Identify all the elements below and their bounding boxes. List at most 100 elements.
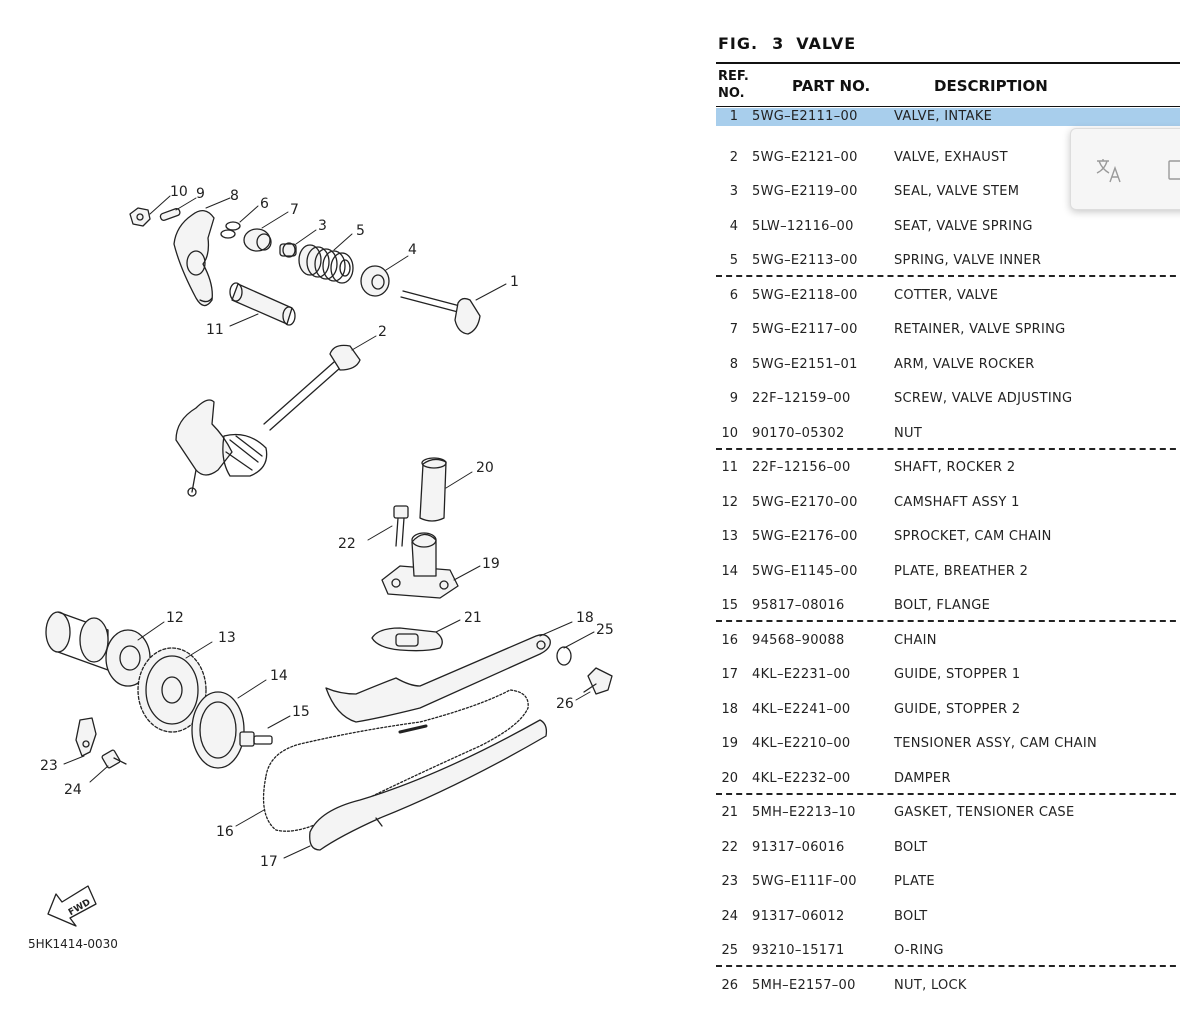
translate-icon bbox=[1096, 159, 1121, 183]
header-description: DESCRIPTION bbox=[934, 77, 1048, 95]
description: ARM, VALVE ROCKER bbox=[894, 356, 1035, 372]
callout-22: 22 bbox=[338, 536, 356, 552]
ref-no: 8 bbox=[729, 356, 738, 372]
description: SPROCKET, CAM CHAIN bbox=[894, 529, 1052, 544]
part-bolt-22 bbox=[393, 505, 409, 547]
exploded-diagram-svg: 1 2 3 4 5 6 7 8 9 10 11 12 13 14 15 16 1… bbox=[28, 184, 614, 951]
ref-no: 21 bbox=[721, 805, 738, 820]
callout-14: 14 bbox=[270, 668, 288, 684]
figure-name: VALVE bbox=[796, 34, 857, 53]
ref-no: 16 bbox=[721, 632, 738, 648]
part-nut bbox=[129, 207, 151, 227]
description: SHAFT, ROCKER 2 bbox=[894, 460, 1016, 475]
description: VALVE, EXHAUST bbox=[894, 149, 1008, 165]
callout-21: 21 bbox=[464, 610, 482, 626]
table-row[interactable]: 19 4KL–E2210–00 TENSIONER ASSY, CAM CHAIN bbox=[716, 733, 1180, 755]
ref-no: 2 bbox=[729, 149, 738, 165]
description: GUIDE, STOPPER 1 bbox=[894, 667, 1021, 682]
part-no: 95817–08016 bbox=[752, 598, 845, 613]
part-chain bbox=[262, 689, 529, 832]
fwd-arrow-icon bbox=[47, 885, 97, 927]
ref-no: 19 bbox=[721, 736, 738, 751]
group-divider bbox=[716, 620, 1180, 623]
callout-16: 16 bbox=[216, 824, 234, 840]
copy-button[interactable] bbox=[1167, 157, 1180, 183]
part-guide-stopper-1 bbox=[309, 719, 548, 851]
ref-no: 25 bbox=[721, 943, 738, 958]
description: TENSIONER ASSY, CAM CHAIN bbox=[894, 736, 1098, 751]
group-divider bbox=[716, 965, 1180, 968]
ref-no: 22 bbox=[721, 839, 738, 855]
callout-2: 2 bbox=[378, 324, 387, 340]
part-no: 5WG–E2117–00 bbox=[752, 322, 858, 337]
group-divider bbox=[716, 447, 1180, 450]
header-ref-line2: NO. bbox=[718, 86, 745, 101]
ref-no: 12 bbox=[721, 494, 738, 510]
ref-no: 4 bbox=[729, 218, 738, 234]
part-damper bbox=[419, 457, 447, 522]
ref-no: 20 bbox=[721, 770, 738, 786]
callout-26: 26 bbox=[556, 696, 574, 712]
part-breather-plate bbox=[191, 691, 245, 769]
part-rocker-arm-upper bbox=[173, 210, 215, 307]
description: CHAIN bbox=[894, 632, 937, 648]
part-no: 4KL–E2231–00 bbox=[752, 667, 851, 682]
exploded-diagram: 1 2 3 4 5 6 7 8 9 10 11 12 13 14 15 16 1… bbox=[28, 184, 614, 951]
callout-10: 10 bbox=[170, 184, 188, 200]
part-spring-seat bbox=[360, 265, 390, 297]
callout-8: 8 bbox=[230, 188, 239, 204]
title-rule bbox=[716, 62, 1180, 64]
part-flange-bolt bbox=[239, 731, 273, 747]
callout-24: 24 bbox=[64, 782, 82, 798]
ref-no: 11 bbox=[721, 460, 738, 475]
callout-4: 4 bbox=[408, 242, 417, 258]
description: RETAINER, VALVE SPRING bbox=[894, 322, 1066, 337]
part-bolt-24 bbox=[101, 749, 127, 769]
part-sprocket bbox=[137, 647, 207, 733]
description: GUIDE, STOPPER 2 bbox=[894, 701, 1021, 717]
callout-20: 20 bbox=[476, 460, 494, 476]
callout-19: 19 bbox=[482, 556, 500, 572]
part-lock-nut bbox=[583, 667, 613, 695]
part-no: 91317–06016 bbox=[752, 839, 845, 855]
part-no: 5WG–E2118–00 bbox=[752, 287, 858, 303]
description: COTTER, VALVE bbox=[894, 287, 999, 303]
part-no: 4KL–E2210–00 bbox=[752, 736, 851, 751]
callout-3: 3 bbox=[318, 218, 327, 234]
ref-no: 9 bbox=[729, 391, 738, 406]
callout-5: 5 bbox=[356, 223, 365, 239]
part-no: 93210–15171 bbox=[752, 943, 845, 958]
part-no: 22F–12159–00 bbox=[752, 391, 851, 406]
translate-button[interactable] bbox=[1093, 155, 1127, 185]
figure-number: 3 bbox=[772, 34, 785, 53]
part-no: 4KL–E2241–00 bbox=[752, 701, 851, 717]
callout-12: 12 bbox=[166, 610, 184, 626]
